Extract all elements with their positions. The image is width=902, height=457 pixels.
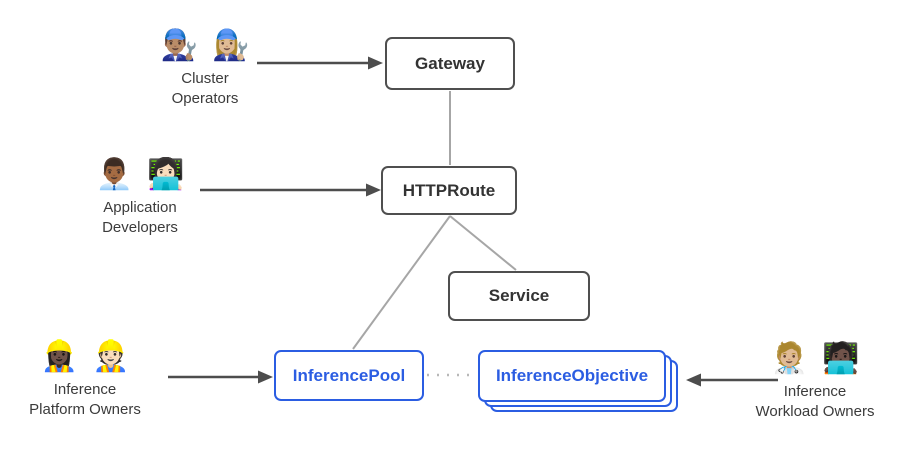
inference-workload-owners-label: Inference Workload Owners [755, 383, 875, 420]
persona-cluster-operators: 👨🏽‍🔧 👩🏼‍🔧 Cluster Operators [120, 27, 290, 109]
persona-application-developers: 👨🏾‍💼 👩🏻‍💻 Application Developers [55, 156, 225, 238]
office-worker-technologist-emoji-icon: 👨🏾‍💼 👩🏻‍💻 [95, 158, 185, 191]
cluster-operators-label: Cluster Operators [171, 70, 239, 107]
persona-inference-platform-owners: 👷🏿‍♀️ 👷🏻 Inference Platform Owners [0, 338, 170, 420]
edge-httproute-inferencepool [352, 215, 451, 350]
arrow-cluster-operators-to-gateway [257, 56, 383, 70]
arrow-inference-platform-owners-to-inferencepool [168, 370, 273, 384]
node-service: Service [448, 271, 590, 321]
node-inferenceobjective: InferenceObjective [478, 350, 666, 402]
persona-inference-workload-owners: 🧑🏼‍⚕️ 🧑🏿‍💻 Inference Workload Owners [728, 340, 902, 422]
construction-workers-emoji-icon: 👷🏿‍♀️ 👷🏻 [40, 340, 130, 373]
application-developers-label: Application Developers [102, 199, 178, 236]
node-httproute: HTTPRoute [381, 166, 517, 215]
edge-httproute-service [449, 215, 517, 271]
inference-platform-owners-label: Inference Platform Owners [29, 381, 141, 418]
node-gateway: Gateway [385, 37, 515, 90]
arrow-inference-workload-owners-to-inferenceobjective [686, 373, 778, 387]
node-inferencepool: InferencePool [274, 350, 424, 401]
health-worker-technologist-emoji-icon: 🧑🏼‍⚕️ 🧑🏿‍💻 [770, 342, 860, 375]
arrow-application-developers-to-httproute [200, 183, 381, 197]
mechanics-emoji-icon: 👨🏽‍🔧 👩🏼‍🔧 [160, 29, 250, 62]
